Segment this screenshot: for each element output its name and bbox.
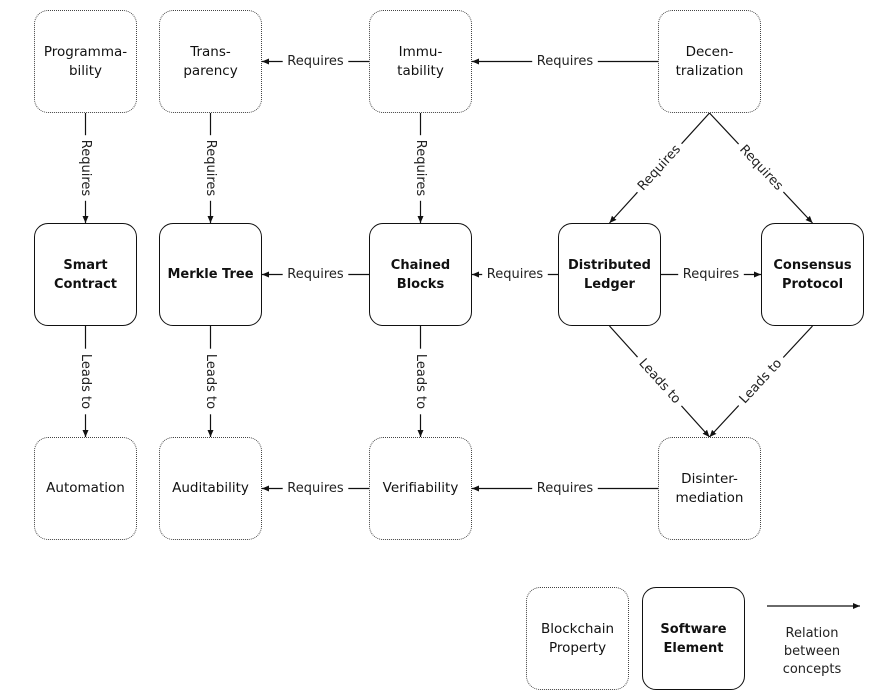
node-label: Immu- tability <box>397 43 444 79</box>
edge-disintermediation-to-verifiability: Requires <box>472 479 658 498</box>
edge-label: Requires <box>635 142 684 194</box>
edge-label-background <box>76 135 95 201</box>
edge-merkle-tree-to-auditability: Leads to <box>201 326 220 437</box>
node-distributed-ledger: Distributed Ledger <box>558 223 661 326</box>
edge-immutability-to-transparency: Requires <box>262 52 369 71</box>
node-programmability: Programma- bility <box>34 10 137 113</box>
node-consensus-protocol: Consensus Protocol <box>761 223 864 326</box>
edge-label: Requires <box>683 267 740 282</box>
node-label: Automation <box>46 480 125 496</box>
edge-label-background <box>630 137 689 199</box>
edge-label-background <box>532 52 598 71</box>
edge-label-background <box>678 265 744 284</box>
edge-label: Requires <box>537 54 594 69</box>
edge-label: Leads to <box>78 354 93 409</box>
edge-label-background <box>201 348 220 415</box>
node-decentralization: Decen- tralization <box>658 10 761 113</box>
edge-label: Requires <box>287 481 344 496</box>
edge-verifiability-to-auditability: Requires <box>262 479 369 498</box>
edge-label: Requires <box>413 140 428 197</box>
edge-decentralization-to-consensus-protocol: Requires <box>709 112 813 224</box>
node-transparency: Trans- parency <box>159 10 262 113</box>
edge-label-background <box>732 351 790 412</box>
edge-label-background <box>76 348 95 415</box>
edge-smart-contract-to-automation: Leads to <box>76 326 95 437</box>
edge-label: Leads to <box>635 356 683 407</box>
legend-relation-label: Relation between concepts <box>782 626 842 677</box>
node-label: Decen- tralization <box>675 43 744 79</box>
edge-distributed-ledger-to-consensus-protocol: Requires <box>661 265 761 284</box>
edge-label-background <box>282 52 349 71</box>
node-label: Auditability <box>172 480 249 496</box>
edge-label: Requires <box>203 140 218 197</box>
edge-label-background <box>282 479 349 498</box>
node-verifiability: Verifiability <box>369 437 472 540</box>
edge-label-background <box>732 137 790 199</box>
node-immutability: Immu- tability <box>369 10 472 113</box>
node-label: Programma- bility <box>43 43 128 79</box>
edge-distributed-ledger-to-chained-blocks: Requires <box>472 265 558 284</box>
legend-property-box: Blockchain Property <box>526 587 629 690</box>
node-label: Merkle Tree <box>167 267 254 282</box>
edge-label-background <box>482 265 548 284</box>
edge-label: Leads to <box>413 354 428 409</box>
node-label: Consensus Protocol <box>773 257 852 292</box>
node-label: Disinter- mediation <box>675 470 744 506</box>
node-label: Distributed Ledger <box>568 257 651 292</box>
edge-decentralization-to-distributed-ledger: Requires <box>609 112 710 224</box>
edge-label: Leads to <box>203 354 218 409</box>
legend-property-label: Blockchain Property <box>540 620 615 656</box>
edge-label: Requires <box>537 481 594 496</box>
edge-label: Requires <box>736 142 786 194</box>
edge-label-background <box>411 348 430 415</box>
edge-consensus-protocol-to-disintermediation: Leads to <box>709 325 813 438</box>
node-label: Trans- parency <box>183 43 238 79</box>
edge-label: Requires <box>78 140 93 197</box>
edge-label: Leads to <box>737 356 786 407</box>
node-disintermediation: Disinter- mediation <box>658 437 761 540</box>
edge-label: Requires <box>287 267 344 282</box>
edge-immutability-to-chained-blocks: Requires <box>411 113 430 223</box>
edge-programmability-to-smart-contract: Requires <box>76 113 95 223</box>
edge-label-background <box>201 135 220 201</box>
edge-chained-blocks-to-merkle-tree: Requires <box>262 265 369 284</box>
node-chained-blocks: Chained Blocks <box>369 223 472 326</box>
node-smart-contract: Smart Contract <box>34 223 137 326</box>
legend-element-box: Software Element <box>642 587 745 690</box>
node-label: Chained Blocks <box>390 257 451 292</box>
edge-decentralization-to-immutability: Requires <box>472 52 658 71</box>
edge-transparency-to-merkle-tree: Requires <box>201 113 220 223</box>
node-auditability: Auditability <box>159 437 262 540</box>
node-automation: Automation <box>34 437 137 540</box>
edge-distributed-ledger-to-disintermediation: Leads to <box>609 325 710 438</box>
edge-label: Requires <box>287 54 344 69</box>
edge-chained-blocks-to-verifiability: Leads to <box>411 326 430 437</box>
edge-label-background <box>630 351 689 412</box>
node-label: Verifiability <box>382 480 459 496</box>
edge-label: Requires <box>487 267 544 282</box>
node-label: Smart Contract <box>53 257 118 292</box>
legend-element-label: Software Element <box>660 621 727 656</box>
node-merkle-tree: Merkle Tree <box>159 223 262 326</box>
edge-label-background <box>411 135 430 201</box>
edge-label-background <box>282 265 349 284</box>
edge-label-background <box>532 479 598 498</box>
